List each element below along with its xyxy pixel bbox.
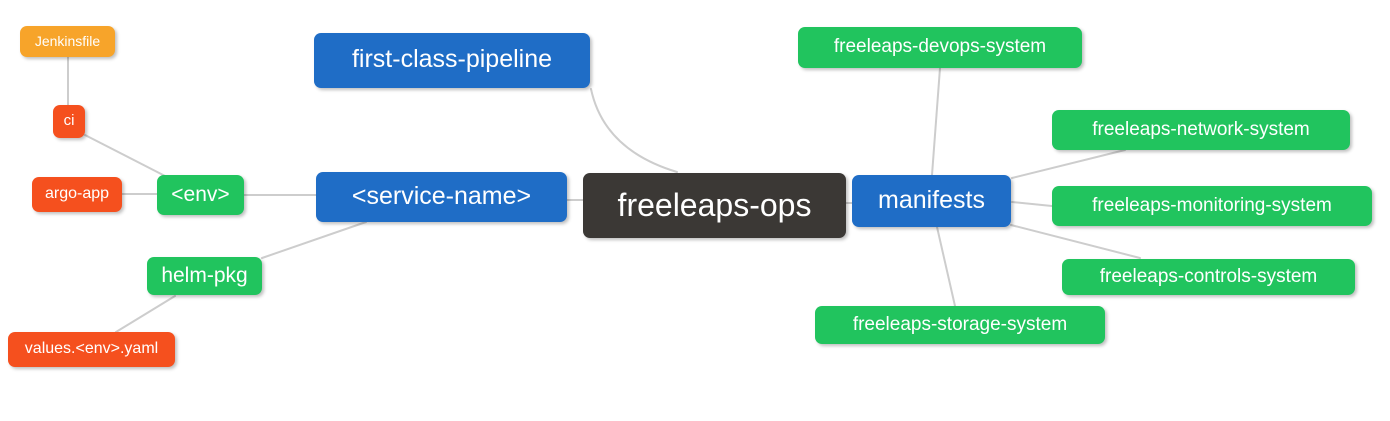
node-devops-system[interactable]: freeleaps-devops-system xyxy=(798,27,1082,68)
node-monitoring-system[interactable]: freeleaps-monitoring-system xyxy=(1052,186,1372,226)
node-label-jenkinsfile: Jenkinsfile xyxy=(34,32,101,49)
node-label-values-env-yaml: values.<env>.yaml xyxy=(24,339,159,357)
node-jenkinsfile[interactable]: Jenkinsfile xyxy=(20,26,115,57)
node-label-first-class-pipeline: first-class-pipeline xyxy=(351,45,553,73)
node-label-manifests: manifests xyxy=(878,185,985,214)
node-helm-pkg[interactable]: helm-pkg xyxy=(147,257,262,295)
edge-manifests-storage-system xyxy=(936,226,956,307)
node-label-freeleaps-ops: freeleaps-ops xyxy=(617,186,812,223)
node-label-network-system: freeleaps-network-system xyxy=(1092,118,1310,140)
edge-manifests-controls-system xyxy=(1010,224,1141,259)
node-freeleaps-ops[interactable]: freeleaps-ops xyxy=(583,173,846,238)
node-label-storage-system: freeleaps-storage-system xyxy=(852,313,1068,335)
node-service-name[interactable]: <service-name> xyxy=(316,172,567,222)
node-label-service-name: <service-name> xyxy=(351,181,532,210)
node-ci[interactable]: ci xyxy=(53,105,85,138)
node-values-env-yaml[interactable]: values.<env>.yaml xyxy=(8,332,175,367)
node-storage-system[interactable]: freeleaps-storage-system xyxy=(815,306,1105,344)
node-label-controls-system: freeleaps-controls-system xyxy=(1099,265,1318,287)
edge-ci-env xyxy=(84,134,168,178)
node-network-system[interactable]: freeleaps-network-system xyxy=(1052,110,1350,150)
node-controls-system[interactable]: freeleaps-controls-system xyxy=(1062,259,1355,295)
node-argo-app[interactable]: argo-app xyxy=(32,177,122,212)
edge-manifests-devops-system xyxy=(931,67,941,176)
node-label-ci: ci xyxy=(63,112,75,129)
edge-helm-pkg-service-name xyxy=(261,221,367,259)
node-label-helm-pkg: helm-pkg xyxy=(161,263,248,287)
edge-manifests-monitoring-system xyxy=(1011,201,1053,207)
node-label-devops-system: freeleaps-devops-system xyxy=(833,36,1047,57)
edge-values-env-yaml-helm-pkg xyxy=(115,295,176,333)
node-label-monitoring-system: freeleaps-monitoring-system xyxy=(1092,194,1332,216)
edge-manifests-network-system xyxy=(1011,149,1126,179)
node-env[interactable]: <env> xyxy=(157,175,244,215)
node-label-env: <env> xyxy=(171,182,230,206)
node-first-class-pipeline[interactable]: first-class-pipeline xyxy=(314,33,590,88)
edge-first-class-pipeline-freeleaps-ops xyxy=(590,88,678,173)
node-manifests[interactable]: manifests xyxy=(852,175,1011,227)
node-label-argo-app: argo-app xyxy=(44,184,110,202)
